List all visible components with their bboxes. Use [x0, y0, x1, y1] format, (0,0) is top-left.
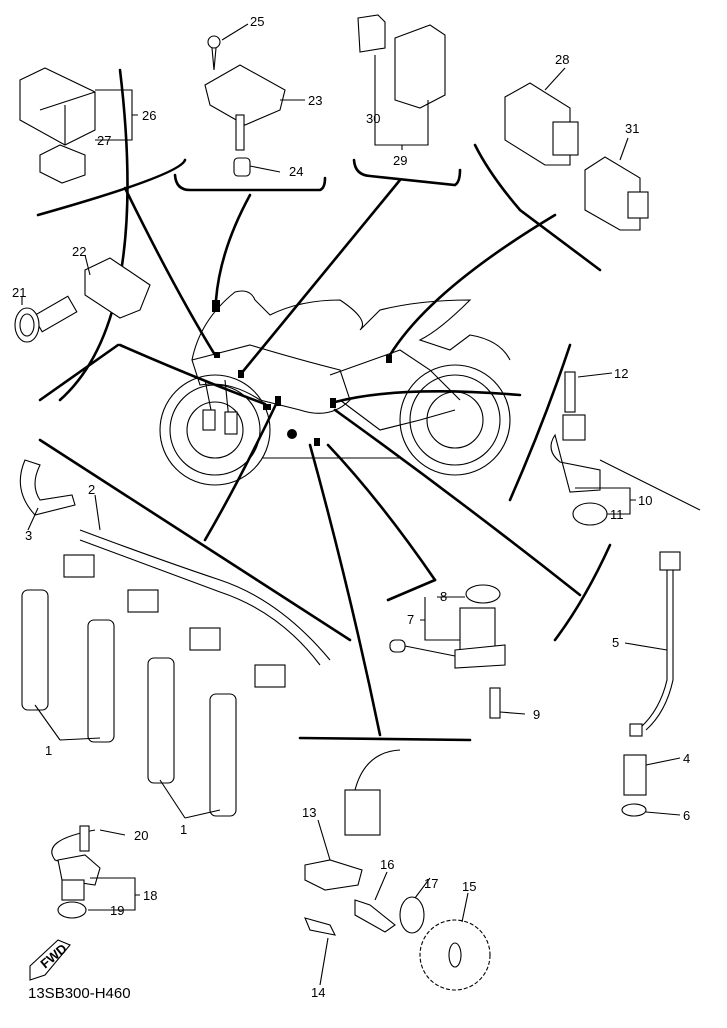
leader-lines — [21, 23, 681, 986]
label-1: 1 — [180, 822, 187, 837]
label-21: 21 — [12, 285, 26, 300]
part-sensor-18 — [51, 829, 101, 901]
label-24: 24 — [289, 164, 303, 179]
label-20: 20 — [134, 828, 148, 843]
label-17: 17 — [424, 876, 438, 891]
label-27: 27 — [97, 133, 111, 148]
label-14: 14 — [311, 985, 325, 1000]
label-7: 7 — [407, 612, 414, 627]
part-bolt-20 — [79, 825, 90, 852]
part-washer-6 — [621, 803, 647, 817]
part-oring-11 — [572, 502, 608, 526]
label-19: 19 — [110, 903, 124, 918]
label-23: 23 — [308, 93, 322, 108]
label-18: 18 — [143, 888, 157, 903]
motorcycle-outline — [159, 290, 511, 486]
part-oring-8 — [465, 584, 501, 604]
part-unit-28 — [504, 82, 579, 166]
part-sensor-22 — [32, 257, 151, 333]
part-switch-4 — [623, 754, 647, 796]
label-15: 15 — [462, 879, 476, 894]
part-oring-19 — [57, 901, 87, 919]
part-ignition-coils-1 — [21, 589, 237, 817]
part-lead-5 — [629, 551, 681, 737]
part-connector-27 — [39, 144, 86, 184]
label-13: 13 — [302, 805, 316, 820]
diagram-code: 13SB300-H460 — [28, 985, 131, 1002]
part-clamp-3 — [19, 459, 76, 516]
label-30: 30 — [366, 111, 380, 126]
part-gasket-21 — [14, 307, 40, 343]
part-connector-26 — [19, 67, 96, 146]
label-8: 8 — [440, 589, 447, 604]
label-1: 1 — [45, 743, 52, 758]
part-sensor-13 — [304, 749, 401, 891]
label-2: 2 — [88, 482, 95, 497]
part-gear-15 — [419, 919, 491, 991]
part-sensor-23 — [204, 64, 286, 151]
part-bolt-16 — [354, 899, 396, 933]
label-12: 12 — [614, 366, 628, 381]
part-sensor-12 — [550, 414, 701, 511]
part-washer-17 — [399, 896, 425, 934]
part-screw-25 — [207, 35, 221, 71]
part-grommet-24 — [233, 157, 251, 177]
part-relay-31 — [584, 156, 649, 231]
part-bolt-12 — [564, 371, 576, 413]
label-16: 16 — [380, 857, 394, 872]
part-bolt-9 — [489, 687, 501, 719]
label-31: 31 — [625, 121, 639, 136]
label-10: 10 — [638, 493, 652, 508]
part-coupler-30 — [357, 14, 386, 53]
part-sensor-7 — [389, 607, 506, 669]
label-4: 4 — [683, 751, 690, 766]
label-26: 26 — [142, 108, 156, 123]
label-9: 9 — [533, 707, 540, 722]
callout-brackets — [36, 68, 612, 742]
label-3: 3 — [25, 528, 32, 543]
label-6: 6 — [683, 808, 690, 823]
label-22: 22 — [72, 244, 86, 259]
part-wire-harness-2 — [63, 529, 331, 688]
label-28: 28 — [555, 52, 569, 67]
label-5: 5 — [612, 635, 619, 650]
part-bolt-14 — [304, 917, 336, 936]
label-29: 29 — [393, 153, 407, 168]
part-relay-29 — [394, 24, 446, 109]
label-25: 25 — [250, 14, 264, 29]
label-11: 11 — [610, 507, 624, 522]
fwd-arrow-icon: FWD — [29, 939, 71, 981]
part-labels: 1 1 2 3 4 5 6 7 8 9 10 11 12 13 14 15 16… — [12, 14, 690, 1000]
